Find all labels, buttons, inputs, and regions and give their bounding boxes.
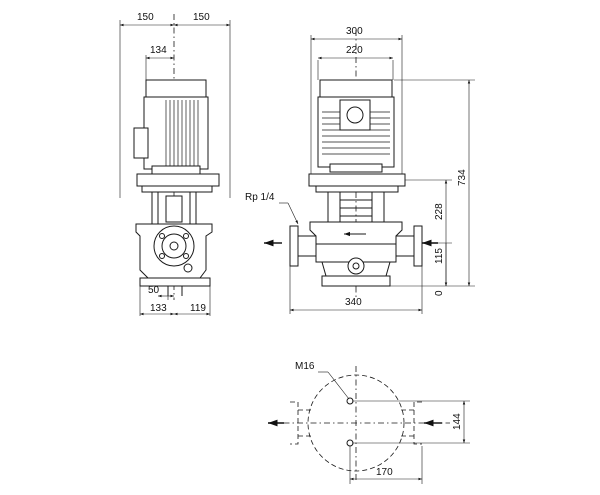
dim-base-left: 133: [150, 303, 167, 314]
bolt-label: M16: [295, 361, 315, 372]
side-view: 300 220: [245, 26, 475, 314]
dim-pipe-center-height: 115: [434, 248, 445, 264]
dim-base-right: 119: [190, 303, 206, 314]
dim-base-zero: 0: [434, 290, 445, 296]
dim-height-to-flange: 228: [434, 203, 445, 220]
dim-total-height: 734: [457, 169, 468, 186]
dim-shaft-offset: 50: [148, 285, 160, 296]
dim-overall-width: 300: [346, 26, 363, 37]
dim-port-to-port: 340: [345, 297, 362, 308]
motor-fins-front: [165, 100, 199, 167]
front-view: 150 150 134: [119, 12, 231, 316]
dim-bolt-spacing: 144: [452, 413, 463, 430]
thread-label: Rp 1/4: [245, 192, 275, 203]
dim-half-width-left: 150: [137, 12, 154, 23]
dim-motor-width-side: 220: [346, 45, 363, 56]
dim-motor-width-front: 134: [150, 45, 167, 56]
dim-bolt-distance: 170: [376, 467, 393, 478]
top-view: M16 144 170: [268, 361, 470, 484]
dim-half-width-right: 150: [193, 12, 210, 23]
